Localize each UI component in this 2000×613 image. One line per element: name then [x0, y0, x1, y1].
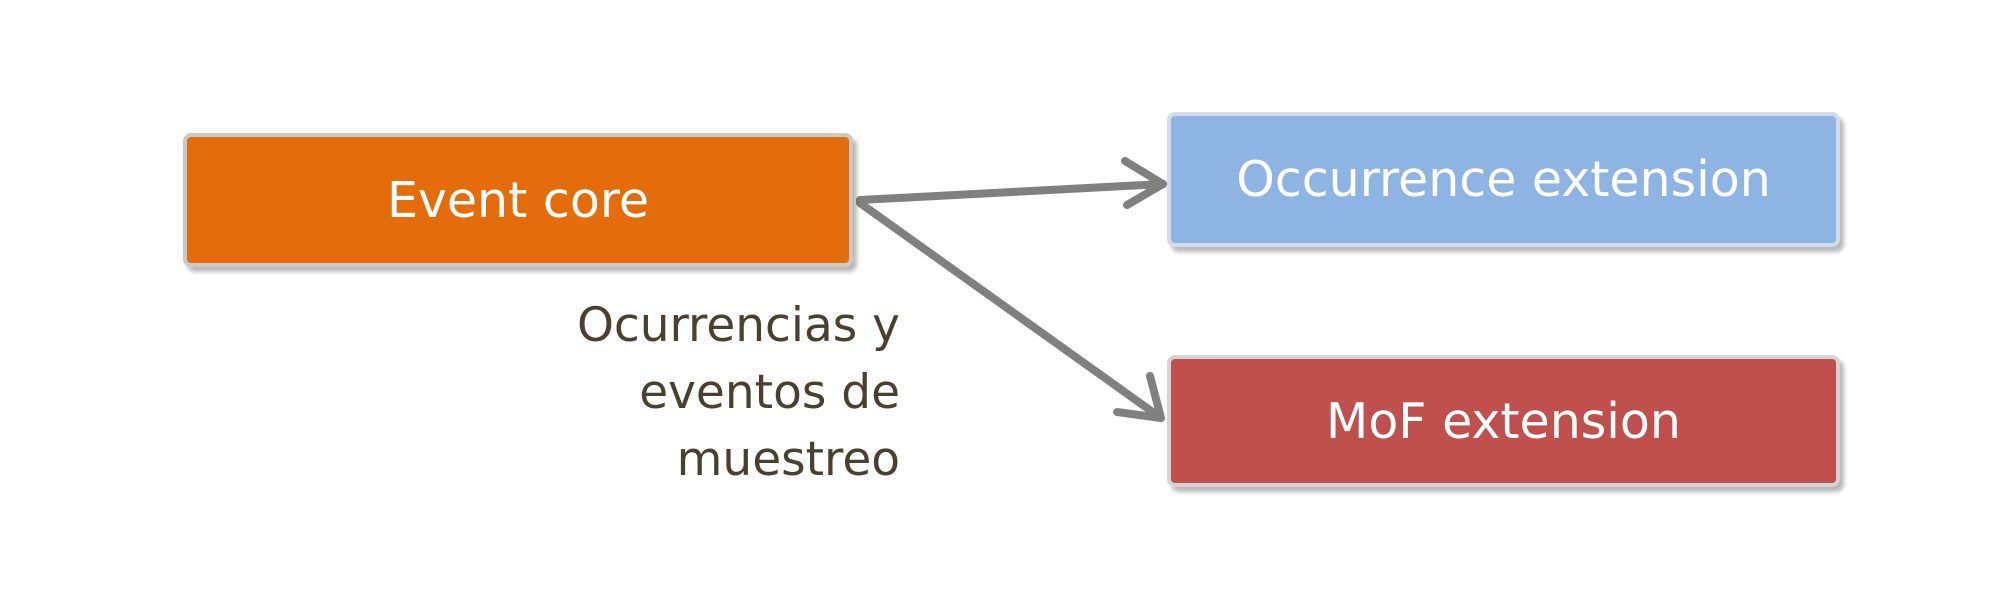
arrow-event-core-to-mof — [856, 199, 1165, 422]
caption-line-2: eventos de — [639, 365, 900, 420]
arrow-event-core-to-occurrence — [856, 157, 1167, 209]
event-core-label: Event core — [386, 171, 650, 229]
caption-line-3: muestreo — [676, 432, 900, 487]
mof-extension-box: MoF extension — [1167, 355, 1840, 487]
occurrence-extension-box: Occurrence extension — [1167, 112, 1840, 247]
caption-line-1: Ocurrencias y — [576, 298, 900, 353]
mof-extension-label: MoF extension — [1326, 392, 1681, 450]
occurrence-extension-label: Occurrence extension — [1236, 151, 1771, 208]
edge-caption: Ocurrencias y eventos de muestreo — [480, 292, 900, 493]
event-core-box: Event core — [183, 133, 853, 267]
